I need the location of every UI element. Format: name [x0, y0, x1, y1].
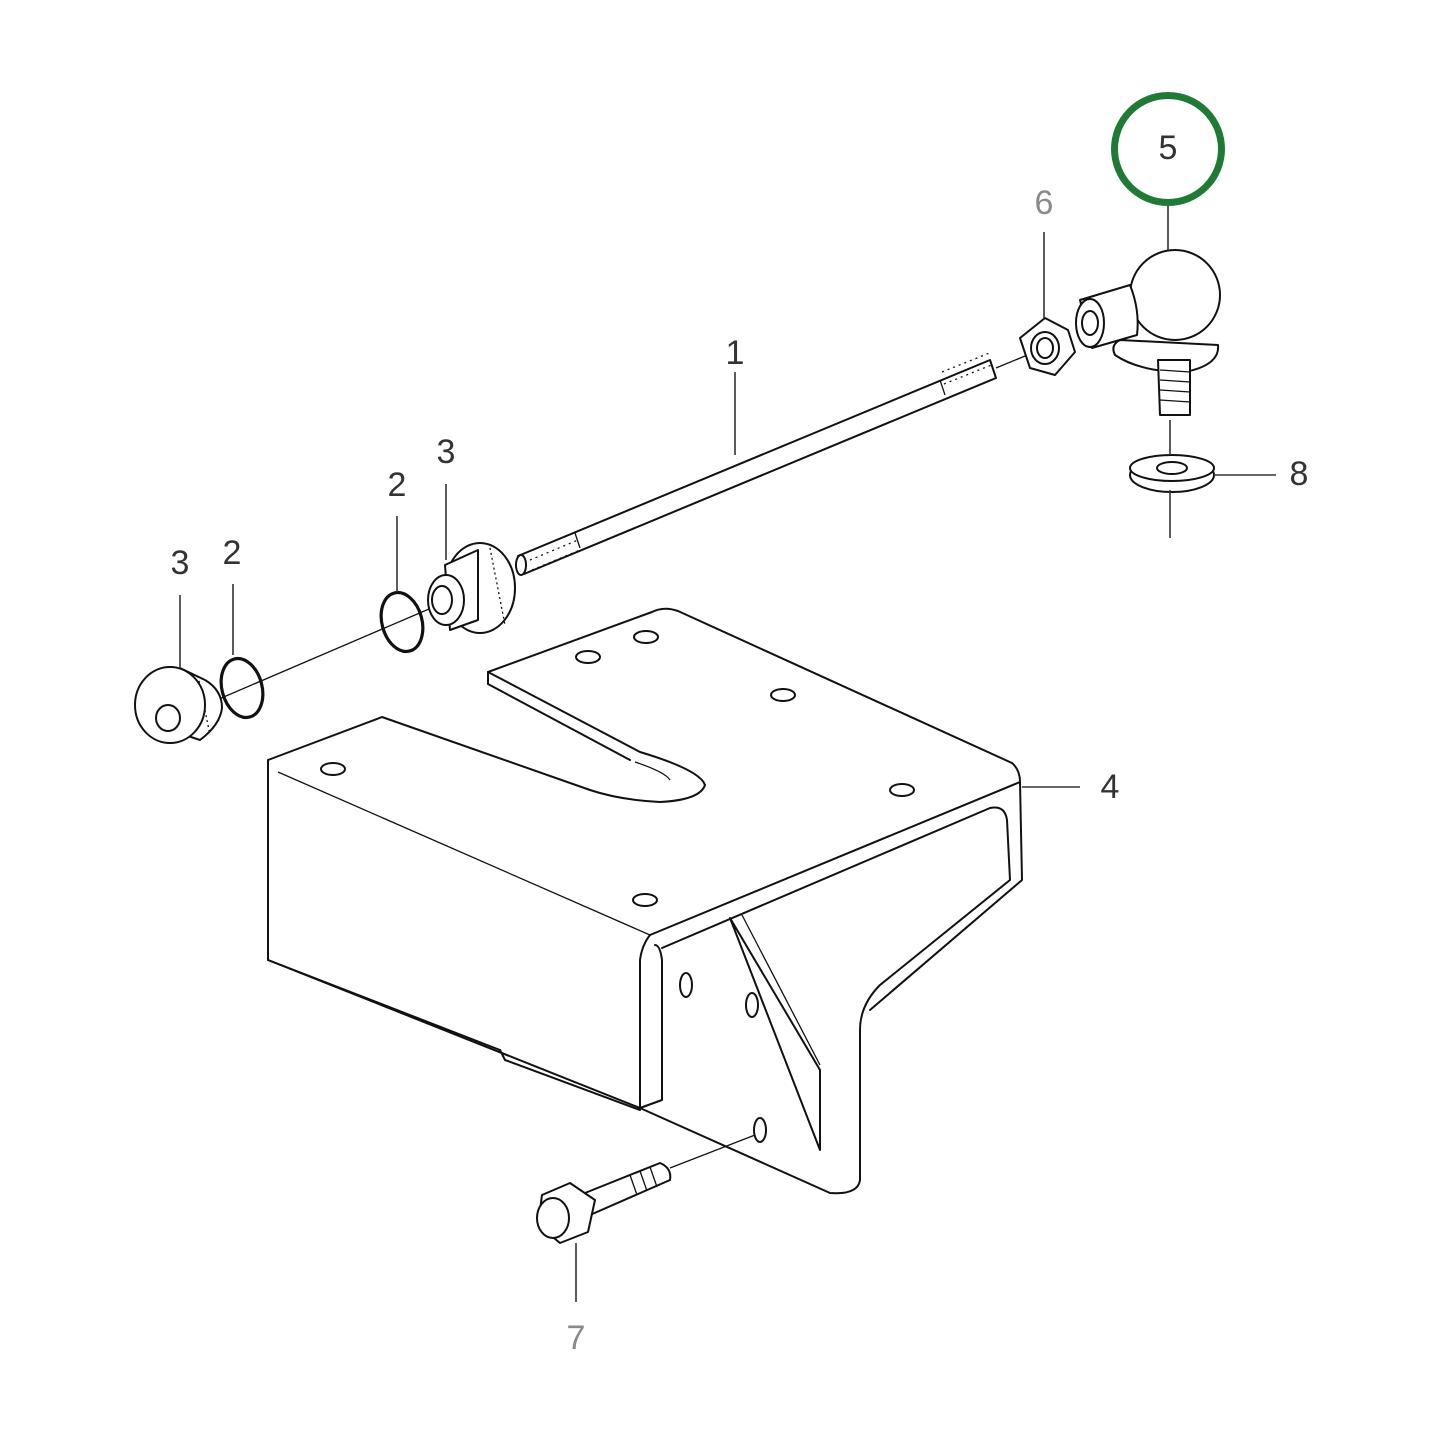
mounting-bracket [267, 607, 1023, 1195]
o-ring-left [219, 656, 265, 720]
washer [1129, 454, 1215, 493]
callout-7[interactable]: 7 [566, 1319, 586, 1357]
callout-3-right[interactable]: 3 [436, 433, 456, 471]
callout-3-left[interactable]: 3 [170, 544, 190, 582]
callout-5[interactable]: 5 [1158, 129, 1178, 167]
ball-joint-elbow [1075, 249, 1221, 416]
hex-nut [1019, 317, 1076, 376]
callout-6[interactable]: 6 [1034, 184, 1054, 222]
assembly-axis-line [204, 599, 451, 706]
callout-2-middle[interactable]: 2 [387, 466, 407, 504]
callout-4[interactable]: 4 [1100, 768, 1120, 806]
o-ring-middle [379, 590, 425, 654]
callout-1[interactable]: 1 [725, 334, 745, 372]
highlight-ring [1111, 92, 1225, 206]
flange-bolt [536, 1134, 756, 1244]
leader-lines [179, 199, 1276, 1302]
knurled-knob-left [134, 666, 223, 744]
knurled-knob-right [427, 542, 516, 634]
callout-8[interactable]: 8 [1289, 455, 1309, 493]
threaded-rod [515, 351, 1031, 576]
callout-2-left[interactable]: 2 [222, 534, 242, 572]
